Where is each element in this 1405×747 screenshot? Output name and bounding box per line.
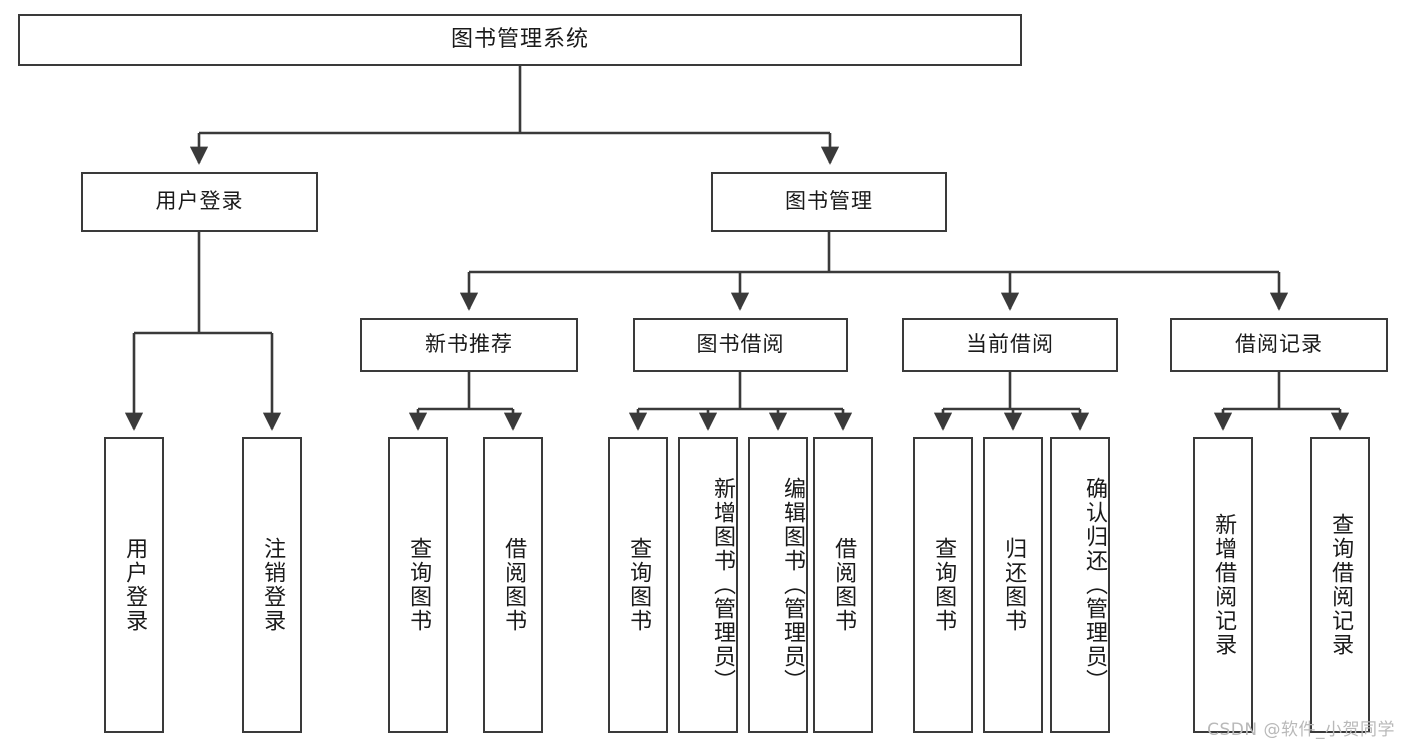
node-borrow-record[interactable]: 借阅记录 bbox=[1170, 318, 1388, 372]
node-current-borrow[interactable]: 当前借阅 bbox=[902, 318, 1118, 372]
edges-level2-to-level3 bbox=[459, 232, 1289, 311]
edges-current-borrow-to-leaves bbox=[933, 372, 1090, 431]
leaf-edit-book-admin[interactable]: 编辑图书（管理员） bbox=[748, 437, 808, 733]
node-book-borrow[interactable]: 图书借阅 bbox=[633, 318, 848, 372]
leaf-borrow-book-recommend[interactable]: 借阅图书 bbox=[483, 437, 543, 733]
edges-book-borrow-to-leaves bbox=[628, 372, 853, 431]
leaf-query-book-current[interactable]: 查询图书 bbox=[913, 437, 973, 733]
leaf-return-book[interactable]: 归还图书 bbox=[983, 437, 1043, 733]
edges-new-book-to-leaves bbox=[408, 372, 523, 431]
leaf-add-book-admin[interactable]: 新增图书（管理员） bbox=[678, 437, 738, 733]
csdn-watermark: CSDN @软件_小贺同学 bbox=[1207, 720, 1395, 740]
node-new-book-recommend[interactable]: 新书推荐 bbox=[360, 318, 578, 372]
leaf-query-book-recommend[interactable]: 查询图书 bbox=[388, 437, 448, 733]
node-root-system[interactable]: 图书管理系统 bbox=[18, 14, 1022, 66]
leaf-query-borrow-record[interactable]: 查询借阅记录 bbox=[1310, 437, 1370, 733]
leaf-logout-login[interactable]: 注销登录 bbox=[242, 437, 302, 733]
edges-user-login-to-leaves bbox=[124, 232, 282, 431]
node-user-login[interactable]: 用户登录 bbox=[81, 172, 318, 232]
edges-root-to-level2 bbox=[189, 66, 840, 165]
leaf-query-book-borrow[interactable]: 查询图书 bbox=[608, 437, 668, 733]
leaf-confirm-return-admin[interactable]: 确认归还（管理员） bbox=[1050, 437, 1110, 733]
node-book-management[interactable]: 图书管理 bbox=[711, 172, 947, 232]
leaf-add-borrow-record[interactable]: 新增借阅记录 bbox=[1193, 437, 1253, 733]
leaf-borrow-book[interactable]: 借阅图书 bbox=[813, 437, 873, 733]
edges-borrow-record-to-leaves bbox=[1213, 372, 1350, 431]
leaf-user-login[interactable]: 用户登录 bbox=[104, 437, 164, 733]
